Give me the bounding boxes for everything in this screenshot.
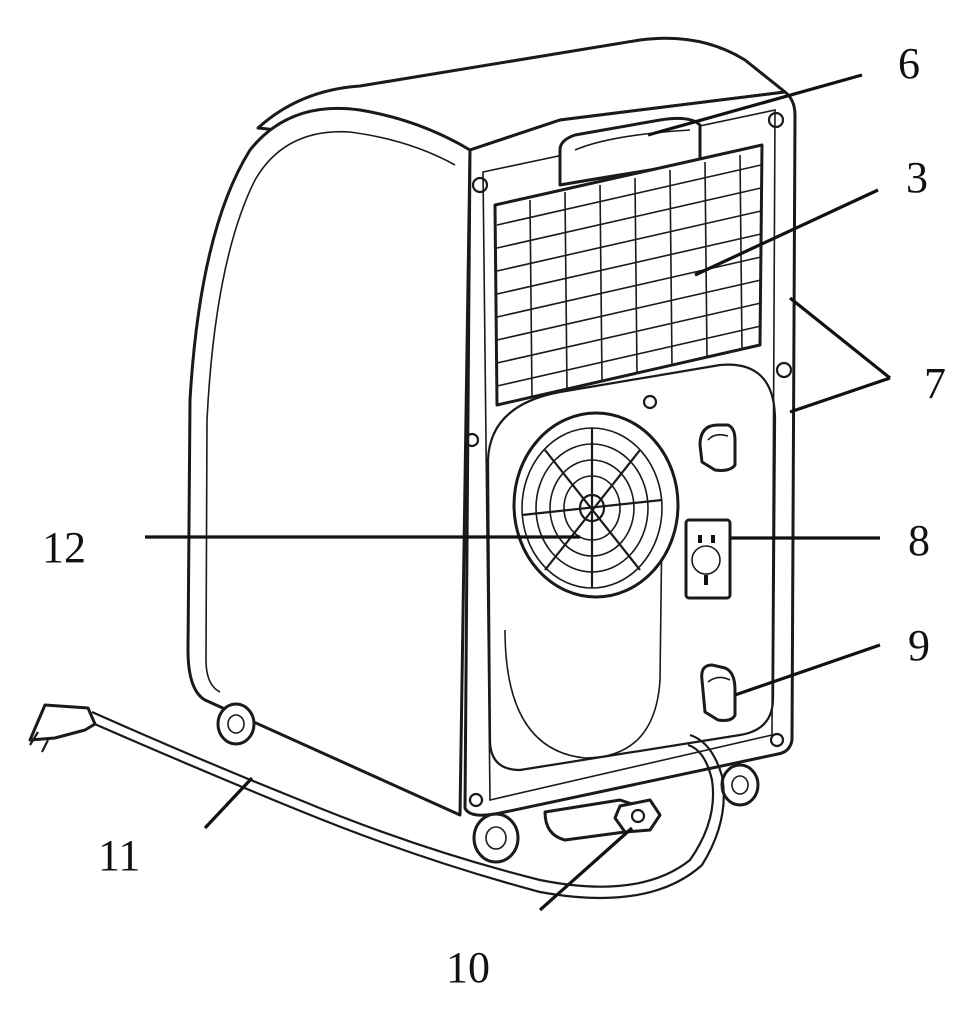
leader-9 [734,643,881,697]
callout-6: 6 [898,39,920,88]
callout-12: 12 [42,523,86,572]
leader-11 [203,776,254,830]
cord-hooks [698,423,737,722]
leader-7a [789,296,891,380]
callout-7: 7 [924,359,946,408]
leader-3 [694,188,879,277]
leader-10 [538,826,634,912]
callout-labels: 6 3 7 12 8 9 11 10 [42,39,946,992]
callout-11: 11 [98,831,140,880]
power-cord [28,703,725,900]
caster-wheels [216,702,760,864]
rear-recess-panel [486,363,777,772]
leader-6 [647,73,863,137]
callout-8: 8 [908,516,930,565]
callout-3: 3 [906,153,928,202]
callout-9: 9 [908,621,930,670]
exhaust-fan [512,394,680,599]
leader-lines [145,73,891,912]
drain-outlet [543,798,662,842]
leader-7b [789,376,891,414]
callout-10: 10 [446,943,490,992]
power-socket [684,518,732,600]
